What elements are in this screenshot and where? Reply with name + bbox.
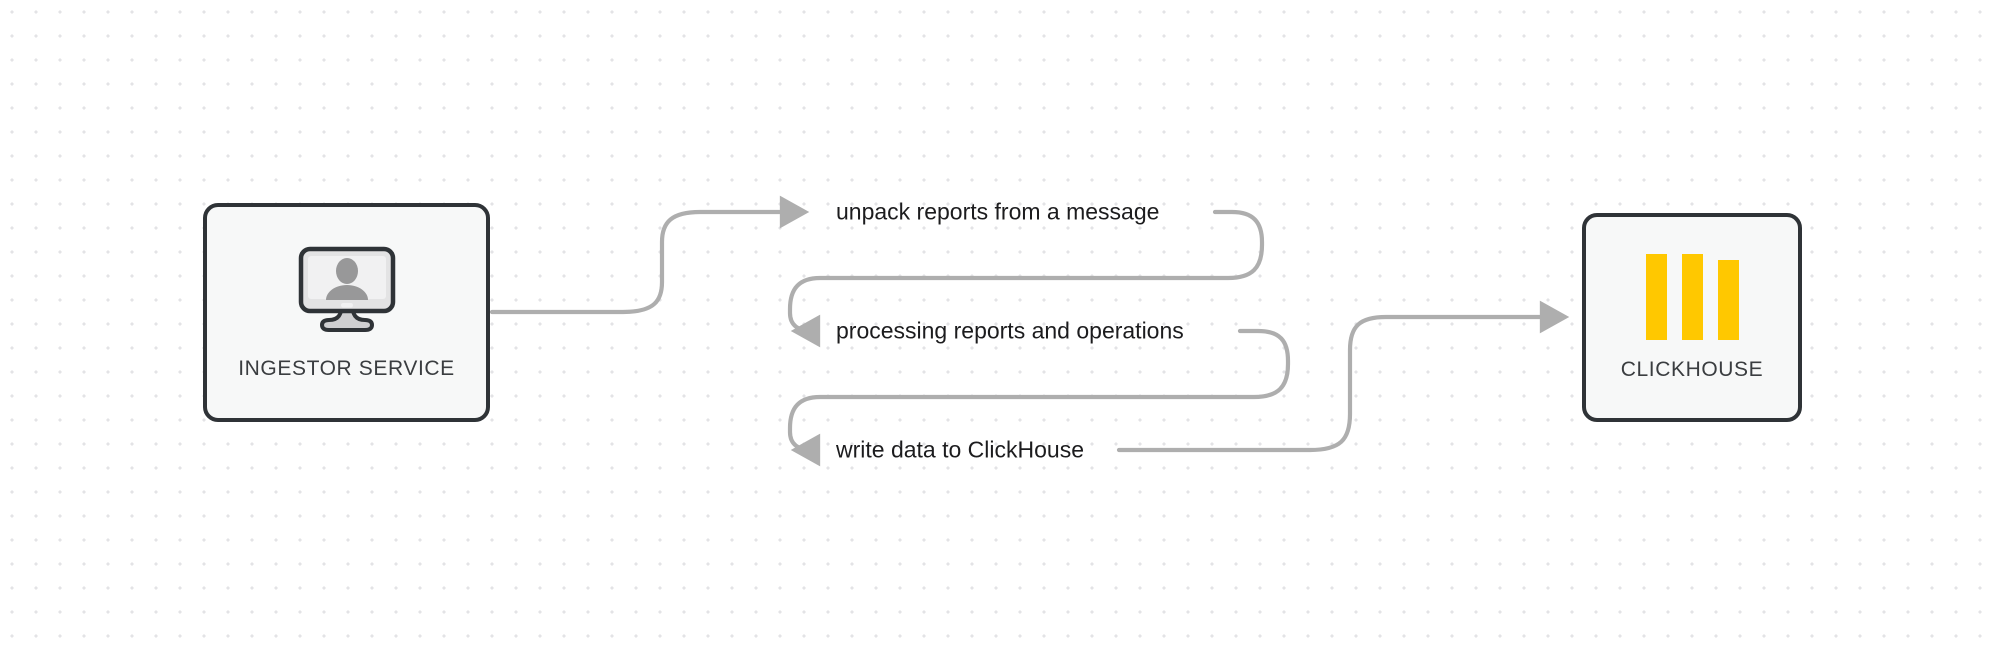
monitor-user-icon <box>295 244 399 341</box>
edge-path-label-1-to-label-2 <box>787 328 1291 467</box>
node-ingestor-service[interactable]: INGESTOR SERVICE <box>203 203 490 422</box>
edge-path-source-to-label-0 <box>489 195 810 315</box>
node-ingestor-service-label: INGESTOR SERVICE <box>238 357 455 380</box>
node-clickhouse[interactable]: CLICKHOUSE <box>1582 213 1802 422</box>
clickhouse-bar-1 <box>1645 253 1667 340</box>
node-clickhouse-label: CLICKHOUSE <box>1620 357 1764 381</box>
edge-label-processing-reports[interactable]: processing reports and operations <box>836 317 1184 344</box>
edge-label-unpack-reports[interactable]: unpack reports from a message <box>836 198 1160 225</box>
clickhouse-bar-3 <box>1717 259 1739 340</box>
edge-label-write-data[interactable]: write data to ClickHouse <box>836 436 1084 463</box>
edge-path-label-0-to-label-1 <box>787 209 1265 348</box>
clickhouse-logo-icon <box>1645 253 1739 340</box>
clickhouse-bar-2 <box>1681 253 1703 340</box>
